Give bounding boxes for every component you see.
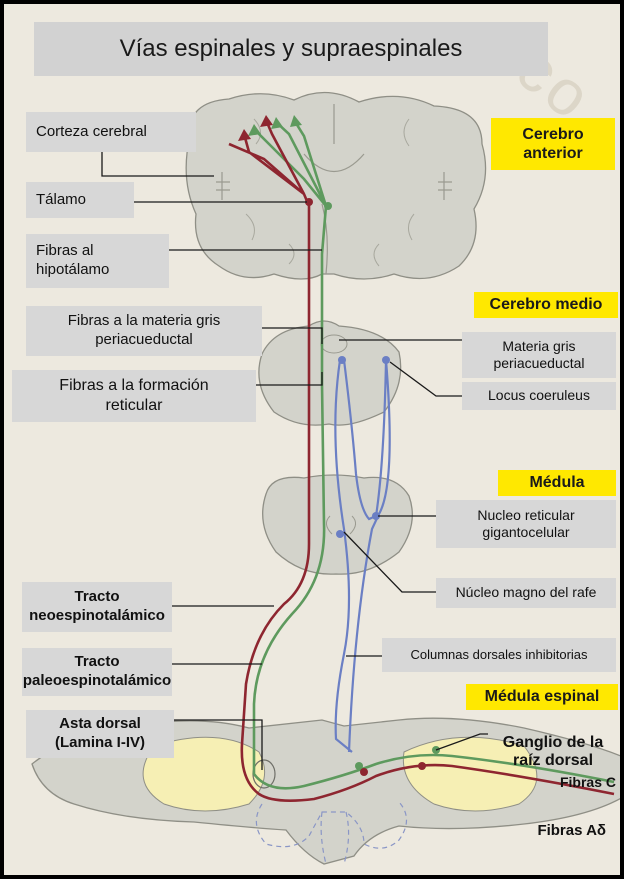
region-cerebro-anterior: Cerebro anterior (491, 118, 615, 170)
ganglion-node-red (418, 762, 426, 770)
region-medula: Médula (498, 470, 616, 496)
label-locus-coeruleus: Locus coeruleus (462, 382, 616, 410)
label-tracto-neo: Tracto neoespinotalámico (22, 582, 172, 632)
label-asta-dorsal: Asta dorsal (Lamina I-IV) (26, 710, 174, 758)
horn-node-red (360, 768, 368, 776)
label-formacion-reticular: Fibras a la formación reticular (12, 370, 256, 422)
label-fibras-materia-gris: Fibras a la materia gris periacueductal (26, 306, 262, 356)
region-medula-espinal: Médula espinal (466, 684, 618, 710)
forebrain-shape (186, 92, 485, 279)
label-nucleo-reticular: Nucleo reticular gigantocelular (436, 500, 616, 548)
label-tracto-paleo: Tracto paleoespinotalámico (22, 648, 172, 696)
label-talamo: Tálamo (26, 182, 134, 218)
midbrain-shape (259, 321, 401, 425)
label-materia-gris: Materia gris periacueductal (462, 332, 616, 378)
label-fibras-c: Fibras C (512, 774, 616, 790)
label-ganglio: Ganglio de la raíz dorsal (488, 734, 618, 771)
talamo-node-green (324, 202, 332, 210)
region-cerebro-medio: Cerebro medio (474, 292, 618, 318)
magno-node (336, 530, 344, 538)
medulla-shape (263, 475, 413, 574)
label-nucleo-magno: Núcleo magno del rafe (436, 578, 616, 608)
label-fibras-ad: Fibras Aδ (510, 822, 606, 839)
label-columnas-dorsales: Columnas dorsales inhibitorias (382, 638, 616, 672)
label-corteza-cerebral: Corteza cerebral (26, 112, 196, 152)
materia-gris-node (338, 356, 346, 364)
locus-node (382, 356, 390, 364)
label-fibras-hipotalamo: Fibras al hipotálamo (26, 234, 169, 288)
page-title: Vías espinales y supraespinales (34, 22, 548, 76)
